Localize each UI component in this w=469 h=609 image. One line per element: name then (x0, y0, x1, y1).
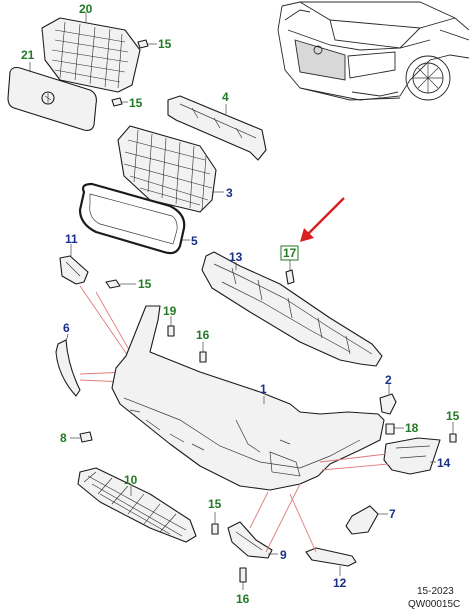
callout-4: 4 (222, 90, 229, 104)
fastener-15-lower (211, 512, 219, 535)
callout-15-a: 15 (158, 37, 172, 51)
callout-16-b: 16 (236, 592, 250, 606)
part-18-fastener (385, 423, 404, 435)
callout-6: 6 (63, 321, 70, 335)
part-13-reinforcement (201, 251, 383, 367)
fastener-15-right (449, 422, 457, 443)
fastener-16-lower (239, 567, 247, 590)
callout-12: 12 (333, 576, 347, 590)
fastener-15-top (137, 39, 157, 49)
callout-17: 17 (283, 246, 297, 260)
callout-11: 11 (65, 232, 78, 246)
part-14-corner-bracket (383, 437, 441, 475)
callout-9: 9 (280, 548, 287, 562)
part-2-bracket (379, 384, 397, 415)
callout-7: 7 (389, 507, 396, 521)
callout-2: 2 (385, 373, 392, 387)
callout-19: 19 (163, 304, 177, 318)
callout-14: 14 (437, 456, 451, 470)
part-10-lower-grille (77, 467, 197, 543)
callout-20: 20 (79, 2, 93, 16)
callout-3: 3 (226, 186, 233, 200)
highlight-arrow (300, 197, 345, 242)
part-6-side-trim (55, 333, 81, 397)
callout-15-b: 15 (129, 96, 143, 110)
callout-18: 18 (405, 421, 419, 435)
part-4-upper-bracket (167, 95, 267, 161)
callout-15-c: 15 (138, 277, 152, 291)
callout-10: 10 (124, 473, 138, 487)
part-11-side-bracket (59, 244, 89, 285)
fastener-19 (167, 316, 175, 337)
fastener-16-upper (199, 342, 207, 363)
fastener-15-third (105, 279, 136, 289)
part-21-badge-panel (7, 62, 97, 131)
callout-5: 5 (191, 234, 198, 248)
part-12-trim-strip (305, 547, 357, 576)
part-5-grille-surround (78, 182, 190, 255)
vehicle-thumbnail (277, 1, 469, 101)
part-7-cover-cap (345, 505, 388, 535)
callout-15-d: 15 (446, 409, 460, 423)
callout-13: 13 (229, 250, 243, 264)
diagram-date: 15-2023 (417, 586, 454, 597)
part-1-bumper-cover (111, 305, 385, 491)
part-3-main-grille (117, 125, 224, 213)
fastener-15-second (111, 97, 128, 107)
diagram-code: QW00015C (408, 599, 460, 609)
part-8-clip (70, 431, 93, 443)
part-9-lower-bracket (227, 521, 278, 559)
callout-1: 1 (260, 382, 267, 396)
callout-8: 8 (60, 431, 67, 445)
callout-21: 21 (21, 48, 35, 62)
part-20-upper-grille (41, 12, 141, 93)
part-17-clip (280, 245, 299, 285)
callout-16-a: 16 (196, 328, 210, 342)
callout-15-e: 15 (208, 497, 222, 511)
